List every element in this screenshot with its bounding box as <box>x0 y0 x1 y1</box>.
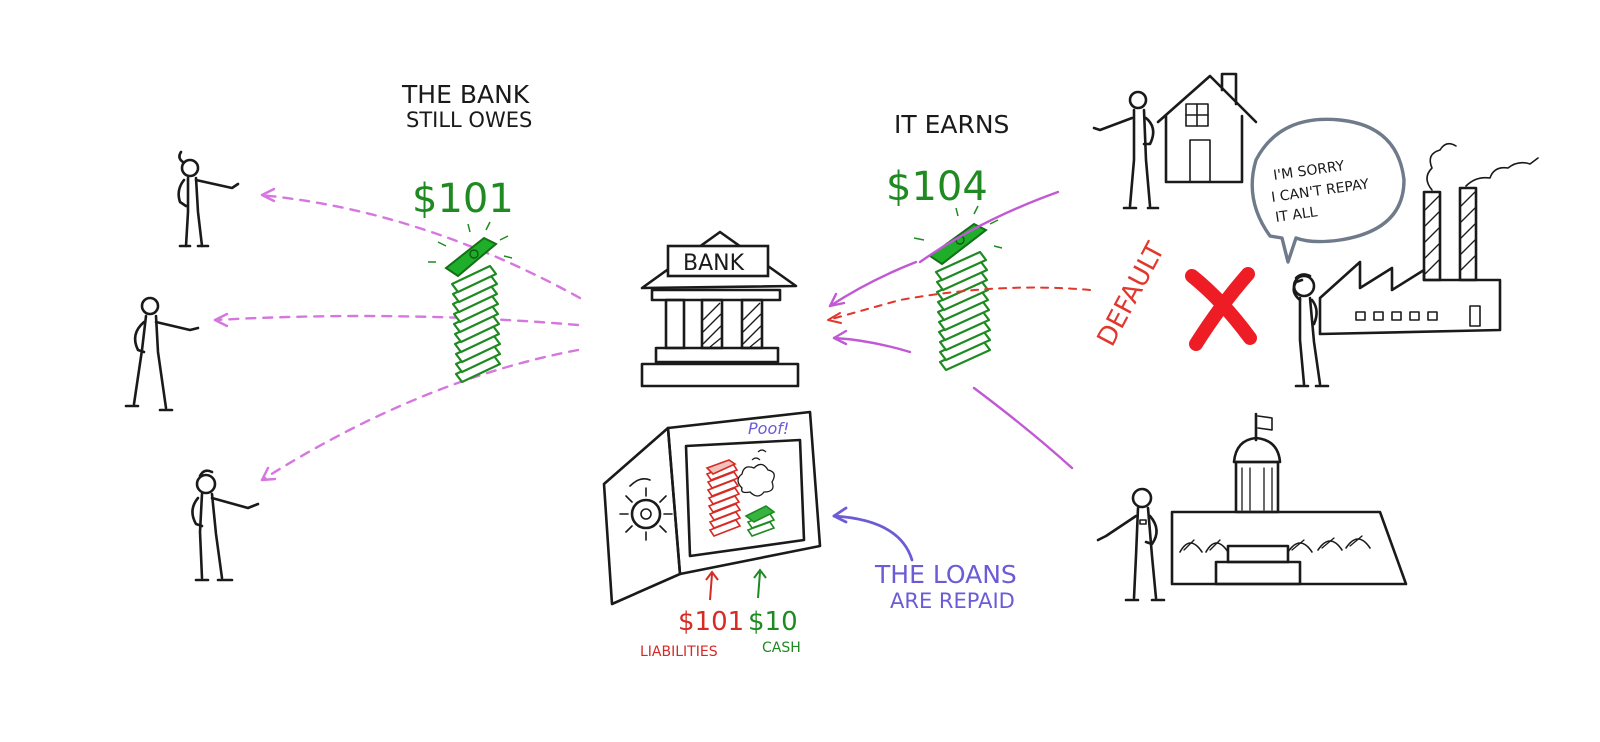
liabilities-label: LIABILITIES <box>640 644 718 660</box>
it-earns-label: IT EARNS <box>894 110 1009 139</box>
borrower-government-official <box>1096 487 1166 602</box>
owes-amount: $101 <box>412 176 514 222</box>
bank-still-owes-line1: THE BANK <box>401 80 530 109</box>
depositor-middle <box>124 296 200 412</box>
vault-arrows <box>705 568 767 601</box>
bank-building-icon: BANK <box>640 230 800 388</box>
borrower-factory-owner <box>1292 273 1330 388</box>
loans-repaid-arrow <box>832 506 914 562</box>
cash-amount: $10 <box>748 607 798 637</box>
loans-repaid-line2: ARE REPAID <box>890 589 1015 613</box>
money-stack-right <box>913 205 1003 372</box>
house-icon <box>1156 72 1258 184</box>
depositor-top <box>177 150 240 248</box>
default-x-icon <box>1185 267 1257 351</box>
loan-arrows <box>827 190 1091 470</box>
factory-icon <box>1318 142 1539 336</box>
government-building-icon <box>1170 412 1408 586</box>
cash-label: CASH <box>762 640 801 656</box>
depositor-arrows <box>213 187 582 482</box>
bank-still-owes-line2: STILL OWES <box>406 108 532 132</box>
poof-label: Poof! <box>748 419 789 438</box>
borrower-homeowner <box>1092 90 1160 210</box>
speech-line3: IT ALL <box>1274 204 1318 226</box>
earns-amount: $104 <box>886 164 988 210</box>
default-label: DEFAULT <box>1092 238 1171 352</box>
speech-bubble-icon: I'M SORRY I CAN'T REPAY IT ALL <box>1250 117 1406 264</box>
vault-safe-icon: Poof! <box>602 410 822 606</box>
loans-repaid-line1: THE LOANS <box>874 560 1017 589</box>
depositor-bottom <box>191 469 260 582</box>
liabilities-amount: $101 <box>678 607 744 637</box>
bank-sign: BANK <box>683 251 745 276</box>
money-stack-left <box>428 221 513 384</box>
